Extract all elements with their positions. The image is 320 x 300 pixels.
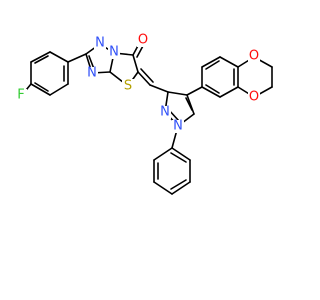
triazole-n3-label: N [87,66,97,81]
bond [30,83,51,96]
structure-svg: F N N N S O O O N N [15,32,273,195]
bond [34,82,49,92]
bond [201,56,221,68]
bond [170,179,187,190]
bond [171,147,191,161]
bond [205,84,220,94]
dioxane-oxygen-1-label: O [249,49,259,64]
bond [167,91,188,96]
carbonyl-oxygen-label: O [138,33,148,48]
sulfur-label: S [124,79,132,94]
bond [30,51,51,63]
bond [171,181,191,195]
pyrazole-n2-label: N [173,119,183,134]
bond [132,54,139,73]
bond [153,181,173,195]
triazole-n2-label: N [109,45,119,60]
atom-labels: F N N N S O O O N N [15,33,260,134]
dioxane-oxygen-2-label: O [249,90,259,105]
bond [186,94,195,115]
fluorine-label: F [17,88,24,103]
bond [49,83,69,96]
bond [34,55,49,64]
bond [149,84,169,93]
bond [219,86,239,98]
pyrazole-n1-label: N [160,105,170,120]
bonds [21,41,273,195]
bond [205,60,220,70]
bond [140,68,154,83]
bond [137,71,151,86]
bond [49,51,69,63]
bond [67,53,87,63]
bond [185,97,193,111]
bond [186,86,203,96]
bond [153,147,173,161]
bond [170,152,187,163]
molecule-diagram: F N N N S O O O N N [15,32,273,195]
bond [219,56,239,68]
bond [88,55,95,70]
triazole-n1-label: N [95,36,105,51]
bond [201,86,221,98]
